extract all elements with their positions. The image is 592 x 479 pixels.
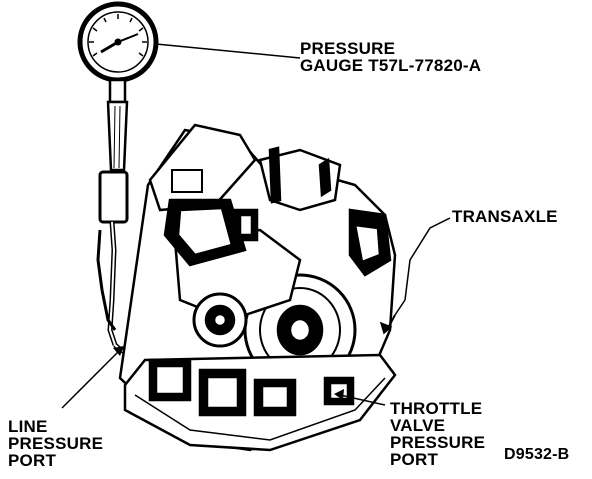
line-pressure-port-label-line2: PRESSURE — [8, 434, 104, 453]
line-port-leader — [61, 349, 121, 409]
gauge-leader — [155, 43, 301, 59]
pressure-gauge-label-line2: GAUGE T57L-77820-A — [300, 56, 482, 75]
pressure-gauge-label: PRESSURE GAUGE T57L-77820-A — [300, 40, 481, 74]
figure-code: D9532-B — [504, 446, 570, 463]
transaxle-body — [96, 123, 397, 452]
throttle-port-leader — [339, 394, 386, 406]
throttle-label-line1: THROTTLE — [390, 399, 483, 418]
transaxle-label: TRANSAXLE — [452, 207, 558, 226]
leader-lines — [61, 43, 451, 409]
throttle-label-line2: VALVE — [390, 416, 446, 435]
throttle-label-line4: PORT — [390, 450, 439, 469]
transaxle-leader — [394, 217, 451, 316]
line-pressure-port-label-line3: PORT — [8, 451, 57, 470]
throttle-label-line3: PRESSURE — [390, 433, 486, 452]
line-pressure-port-label: LINE PRESSURE PORT — [8, 418, 103, 469]
line-pressure-port-label-line1: LINE — [8, 417, 48, 436]
throttle-valve-pressure-port-label: THROTTLE VALVE PRESSURE PORT — [390, 400, 485, 468]
pressure-gauge-label-line1: PRESSURE — [300, 39, 396, 58]
pressure-gauge-drawing — [77, 1, 159, 357]
